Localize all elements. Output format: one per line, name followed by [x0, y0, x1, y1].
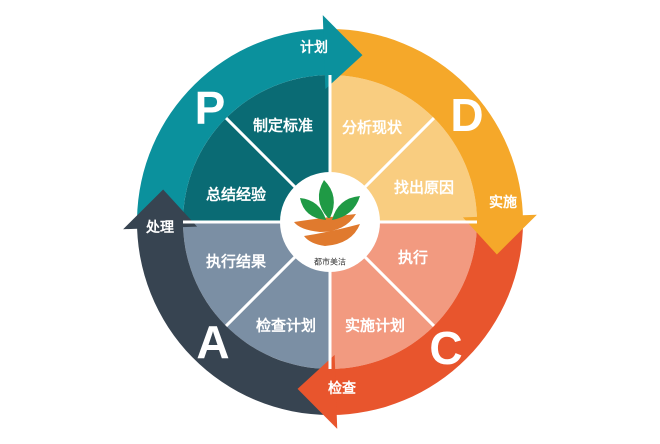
- item-label: 执行: [398, 249, 428, 267]
- item-label: 执行结果: [206, 253, 267, 271]
- letter-d: D: [450, 89, 483, 141]
- ring-do: [330, 29, 523, 222]
- ring-label-check: 检查: [328, 380, 357, 397]
- ring-arrowheads: [123, 15, 537, 429]
- phase-letters: P D C A: [195, 82, 484, 374]
- leaf-icon: [300, 198, 326, 220]
- arrow-plan-head: [322, 15, 363, 90]
- ring-plan: [137, 28, 330, 220]
- arrow-do-head: [462, 214, 537, 255]
- item-label: 找出原因: [394, 179, 454, 197]
- item-label: 检查计划: [256, 317, 316, 335]
- leaf-icon: [318, 180, 334, 218]
- item-label: 实施计划: [345, 317, 405, 335]
- arrow-act-head: [123, 189, 198, 230]
- ring-labels: 计划 实施 检查 处理: [145, 39, 517, 397]
- outer-ring: [137, 28, 523, 415]
- ring-label-plan: 计划: [300, 39, 328, 56]
- ring-label-do: 实施: [489, 194, 517, 211]
- inner-labels: 制定标准 总结经验 分析现状 找出原因 执行 实施计划 检查计划 执行结果: [206, 117, 454, 335]
- ring-check: [330, 222, 523, 415]
- logo-text: 都市美洁: [314, 257, 346, 267]
- item-label: 总结经验: [206, 186, 267, 204]
- ring-label-act: 处理: [145, 219, 174, 236]
- letter-a: A: [196, 316, 229, 368]
- soil-icon: [294, 214, 360, 246]
- item-label: 分析现状: [342, 119, 403, 137]
- center-logo: 都市美洁: [280, 172, 380, 272]
- letter-p: P: [195, 82, 226, 134]
- letter-c: C: [429, 322, 462, 374]
- leaf-icon: [332, 196, 360, 220]
- ring-act: [137, 218, 330, 415]
- item-label: 制定标准: [253, 117, 313, 135]
- arrow-check-head: [297, 354, 338, 429]
